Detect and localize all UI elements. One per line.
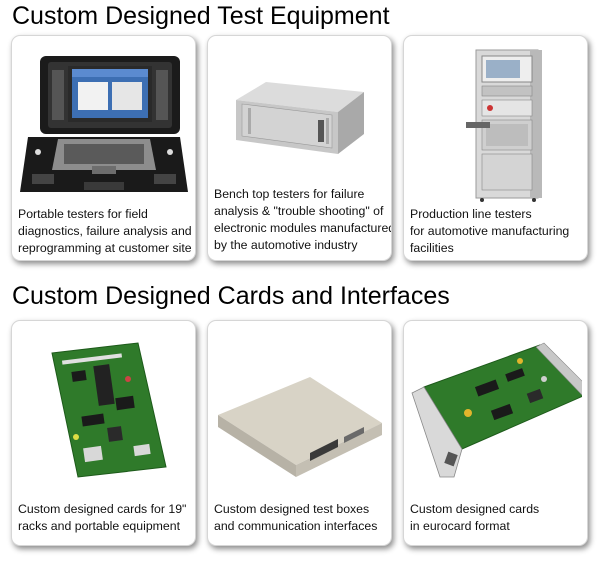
card-eurocard[interactable]: Custom designed cards in eurocard format <box>403 320 588 546</box>
section-title-test-equipment: Custom Designed Test Equipment <box>12 2 390 30</box>
caption-line: Custom designed cards <box>410 502 540 516</box>
caption-line: Custom designed cards for 19" <box>18 502 187 516</box>
pcb-card-icon <box>51 342 167 478</box>
caption-line: Production line testers <box>410 207 532 221</box>
caption-line: Portable testers for field <box>18 207 148 221</box>
caption-line: reprogramming at customer site <box>18 241 192 255</box>
caption-line: and communication interfaces <box>214 519 378 533</box>
card-production-line-testers[interactable]: Production line testers for automotive m… <box>403 35 588 261</box>
caption-line: by the automotive industry <box>214 238 358 252</box>
card-bench-top-testers[interactable]: Bench top testers for failure analysis &… <box>207 35 392 261</box>
card-test-boxes[interactable]: Custom designed test boxes and communica… <box>207 320 392 546</box>
caption-line: analysis & "trouble shooting" of <box>214 204 384 218</box>
test-box-icon <box>218 377 382 477</box>
card-portable-testers[interactable]: Portable testers for field diagnostics, … <box>11 35 196 261</box>
test-cabinet-icon <box>466 49 542 202</box>
card-caption: Portable testers for field diagnostics, … <box>18 206 192 257</box>
caption-line: Custom designed test boxes <box>214 502 370 516</box>
rack-chassis-icon <box>236 82 364 154</box>
caption-line: for automotive manufacturing <box>410 224 570 238</box>
card-caption: Production line testers for automotive m… <box>410 206 583 257</box>
laptop-case-icon <box>20 56 188 192</box>
caption-line: electronic modules manufactured <box>214 221 392 235</box>
card-custom-cards-19-racks[interactable]: Custom designed cards for 19" racks and … <box>11 320 196 546</box>
section-title-cards-interfaces: Custom Designed Cards and Interfaces <box>12 282 450 310</box>
card-caption: Bench top testers for failure analysis &… <box>214 186 392 254</box>
card-caption: Custom designed test boxes and communica… <box>214 501 387 535</box>
card-caption: Custom designed cards in eurocard format <box>410 501 583 535</box>
eurocard-icon <box>411 342 582 478</box>
caption-line: in eurocard format <box>410 519 510 533</box>
caption-line: facilities <box>410 241 454 255</box>
caption-line: diagnostics, failure analysis and <box>18 224 192 238</box>
caption-line: Bench top testers for failure <box>214 187 365 201</box>
caption-line: racks and portable equipment <box>18 519 181 533</box>
card-caption: Custom designed cards for 19" racks and … <box>18 501 191 535</box>
